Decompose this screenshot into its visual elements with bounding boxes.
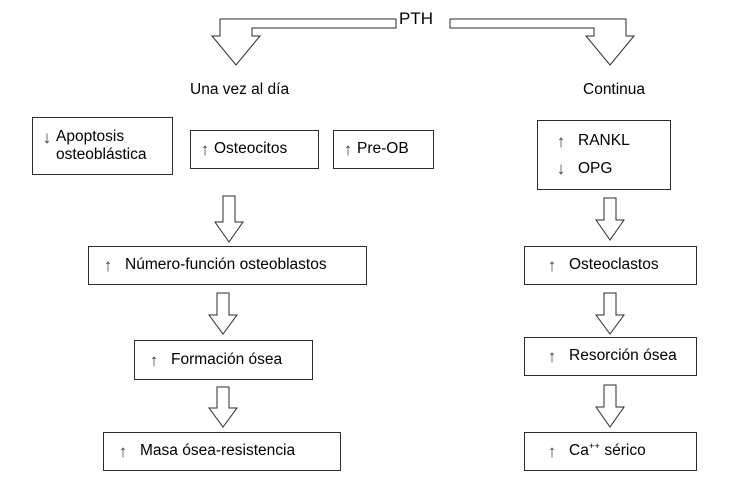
ca-charge-superscript: ++ [588, 441, 601, 453]
branch-label-continuous: Continua [583, 81, 646, 98]
box-label: Ca++ sérico [569, 442, 646, 460]
box-pre-ob: ↑ Pre-OB [333, 130, 434, 169]
up-arrow-icon: ↑ [103, 256, 113, 275]
box-label: Osteocitos [214, 140, 288, 158]
box-masa-osea-resistencia: ↑ Masa ósea-resistencia [103, 432, 341, 471]
box-osteocitos: ↑ Osteocitos [190, 130, 319, 169]
box-label: Apoptosis osteoblástica [56, 127, 147, 163]
pth-node-label: PTH [399, 9, 433, 28]
down-arrow-icon: ↓ [42, 127, 52, 147]
box-label: Resorción ósea [569, 347, 677, 365]
up-arrow-icon: ↑ [547, 347, 557, 366]
box-label: OPG [578, 159, 613, 177]
up-arrow-icon: ↑ [343, 140, 353, 159]
up-arrow-icon: ↑ [547, 442, 557, 461]
serico-text: sérico [600, 442, 646, 460]
box-apoptosis-osteoblastica: ↓ Apoptosis osteoblástica [32, 117, 173, 175]
flow-arrow-left-2 [208, 292, 238, 335]
flow-arrow-right-2 [595, 292, 625, 335]
down-arrow-icon: ↓ [556, 159, 566, 179]
up-arrow-icon: ↑ [200, 140, 210, 159]
opg-row: ↓ OPG [552, 160, 664, 178]
flow-arrow-left-1 [214, 195, 244, 243]
flow-arrow-left-3 [208, 386, 238, 428]
branch-label-once-daily: Una vez al día [190, 81, 290, 98]
rankl-row: ↑ RANKL [552, 132, 664, 150]
box-formacion-osea: ↑ Formación ósea [134, 340, 313, 380]
box-label: Masa ósea-resistencia [140, 442, 296, 460]
ca-text: Ca [569, 442, 589, 460]
box-osteoclastos: ↑ Osteoclastos [524, 246, 697, 285]
branch-arrow-right [449, 18, 636, 66]
box-label: Número-función osteoblastos [125, 256, 327, 274]
box-label: Pre-OB [357, 140, 409, 158]
flow-arrow-right-3 [595, 384, 625, 428]
branch-arrow-left [210, 18, 397, 66]
box-label: RANKL [578, 132, 630, 150]
box-label: Formación ósea [171, 350, 283, 368]
box-numero-funcion-osteoblastos: ↑ Número-función osteoblastos [88, 246, 367, 285]
up-arrow-icon: ↑ [149, 350, 159, 370]
up-arrow-icon: ↑ [118, 442, 128, 461]
box-ca-serico: ↑ Ca++ sérico [524, 432, 697, 471]
flow-arrow-right-1 [595, 197, 625, 241]
box-label: Osteoclastos [569, 256, 659, 274]
up-arrow-icon: ↑ [556, 131, 566, 151]
up-arrow-icon: ↑ [547, 256, 557, 275]
box-rankl-opg: ↑ RANKL ↓ OPG [537, 120, 671, 190]
box-resorcion-osea: ↑ Resorción ósea [524, 337, 697, 376]
